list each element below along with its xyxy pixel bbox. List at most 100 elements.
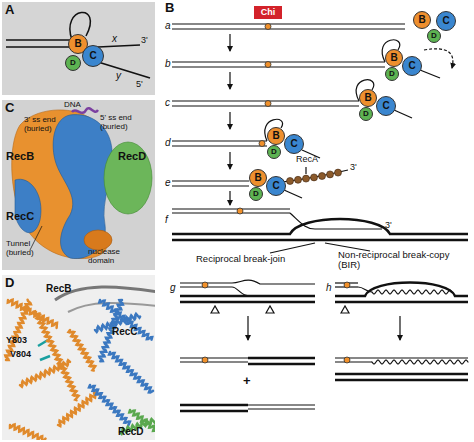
dna-strand: [172, 208, 290, 209]
subunit-circle: D: [359, 107, 373, 121]
dna-strand: [6, 46, 72, 48]
step-arrow: [229, 152, 230, 169]
dna-strand: [180, 361, 248, 362]
dna-strand: [172, 28, 405, 29]
homolog-strand: [335, 301, 468, 304]
dna-strand: [172, 212, 290, 213]
text-label: d: [165, 137, 171, 148]
text-label: h: [326, 282, 332, 293]
text-label: a: [165, 20, 171, 31]
chi-dot: [265, 62, 271, 68]
text-label: 3': [385, 221, 392, 231]
chi-dot: [202, 357, 208, 363]
dna-strand: [335, 361, 372, 362]
subunit-circle: C: [376, 96, 396, 116]
dna-strand: [6, 39, 72, 41]
dna-strand: [172, 185, 249, 186]
chi-dot: [344, 282, 350, 288]
ssdna-tail: [284, 190, 302, 198]
text-label: RecB: [6, 150, 34, 162]
homolog-strand: [180, 301, 315, 304]
subunit-letter: D: [271, 148, 277, 156]
text-label: +: [243, 374, 251, 388]
dna-strand: [180, 357, 248, 358]
reca-filament: [287, 169, 342, 184]
text-label: nuclease domain: [88, 248, 148, 266]
step-arrow: [229, 191, 230, 205]
reca-bead: [311, 174, 318, 181]
leader-line: [305, 167, 306, 174]
subunit-circle: D: [385, 67, 399, 81]
subunit-circle: D: [249, 187, 263, 201]
homolog-strand: [248, 357, 315, 360]
step-arrow: [229, 34, 230, 51]
subunit-letter: D: [389, 70, 395, 78]
recc-surface: [15, 179, 41, 233]
text-label: RecC: [112, 326, 138, 337]
homolog-strand: [172, 219, 468, 234]
panel-letter: C: [5, 101, 14, 115]
recd-surface: [104, 142, 152, 214]
subunit-circle: C: [266, 176, 286, 196]
chi-dot: [202, 282, 208, 288]
chi-dot: [237, 208, 243, 214]
subunit-circle: B: [413, 11, 431, 29]
chi-dot: [344, 357, 350, 363]
text-label: Reciprocal break-join: [196, 254, 285, 264]
chi-dot: [265, 101, 271, 107]
movement-arrow: [424, 49, 453, 68]
subunit-letter: B: [272, 131, 279, 141]
subunit-letter: C: [272, 181, 279, 191]
panel-letter: A: [5, 3, 14, 17]
step-arrow: [229, 72, 230, 89]
text-label: RecA: [296, 155, 318, 165]
text-label: RecD: [118, 426, 144, 437]
dna-strand: [172, 180, 249, 181]
panel-b-dna: [172, 24, 468, 411]
ssdna-tail: [394, 110, 412, 118]
text-label: 5': [136, 80, 143, 90]
subunit-circle: C: [436, 11, 456, 31]
crossover-strand: [232, 287, 250, 296]
step-arrow: [229, 112, 230, 129]
dna-strand: [248, 404, 315, 405]
text-label: f: [165, 214, 168, 225]
homolog-strand: [335, 283, 468, 297]
homolog-strand: [335, 373, 468, 376]
branch-line: [270, 243, 315, 253]
text-label: 3' ss end (buried): [24, 116, 72, 134]
chi-sites: [202, 24, 350, 364]
reca-bead: [327, 171, 334, 178]
subunit-letter: C: [382, 101, 389, 111]
panel-box: ABCD: [2, 2, 155, 95]
step-arrow: [247, 316, 248, 340]
homolog-strand: [180, 410, 248, 413]
new-synthesis: [372, 290, 468, 364]
reca-bead: [295, 176, 302, 183]
dna-strand: [335, 357, 468, 358]
panel-letter: D: [5, 276, 14, 290]
text-label: b: [165, 58, 171, 69]
subunit-letter: D: [431, 32, 437, 40]
subunit-letter: C: [442, 16, 449, 26]
crossover-strand: [232, 280, 315, 284]
subunit-circle: D: [267, 145, 281, 159]
recc-surface: [53, 115, 112, 259]
subunit-circle: C: [284, 134, 304, 154]
wavy-strand: [372, 290, 452, 294]
subunit-letter: D: [253, 190, 259, 198]
dna-strand: [248, 408, 315, 409]
subunit-circle: C: [402, 56, 422, 76]
step-arrow: [399, 316, 400, 340]
dna-strand: [172, 61, 385, 62]
homolog-strand: [180, 404, 248, 407]
reca-bead: [319, 173, 326, 180]
subunit-letter: D: [363, 110, 369, 118]
homolog-strand: [180, 295, 315, 298]
text-label: Y803: [6, 336, 27, 346]
subunit-letter: C: [89, 51, 96, 61]
text-label: DNA: [64, 101, 81, 110]
dna-strand: [172, 140, 267, 141]
subunit-letter: B: [364, 93, 371, 103]
